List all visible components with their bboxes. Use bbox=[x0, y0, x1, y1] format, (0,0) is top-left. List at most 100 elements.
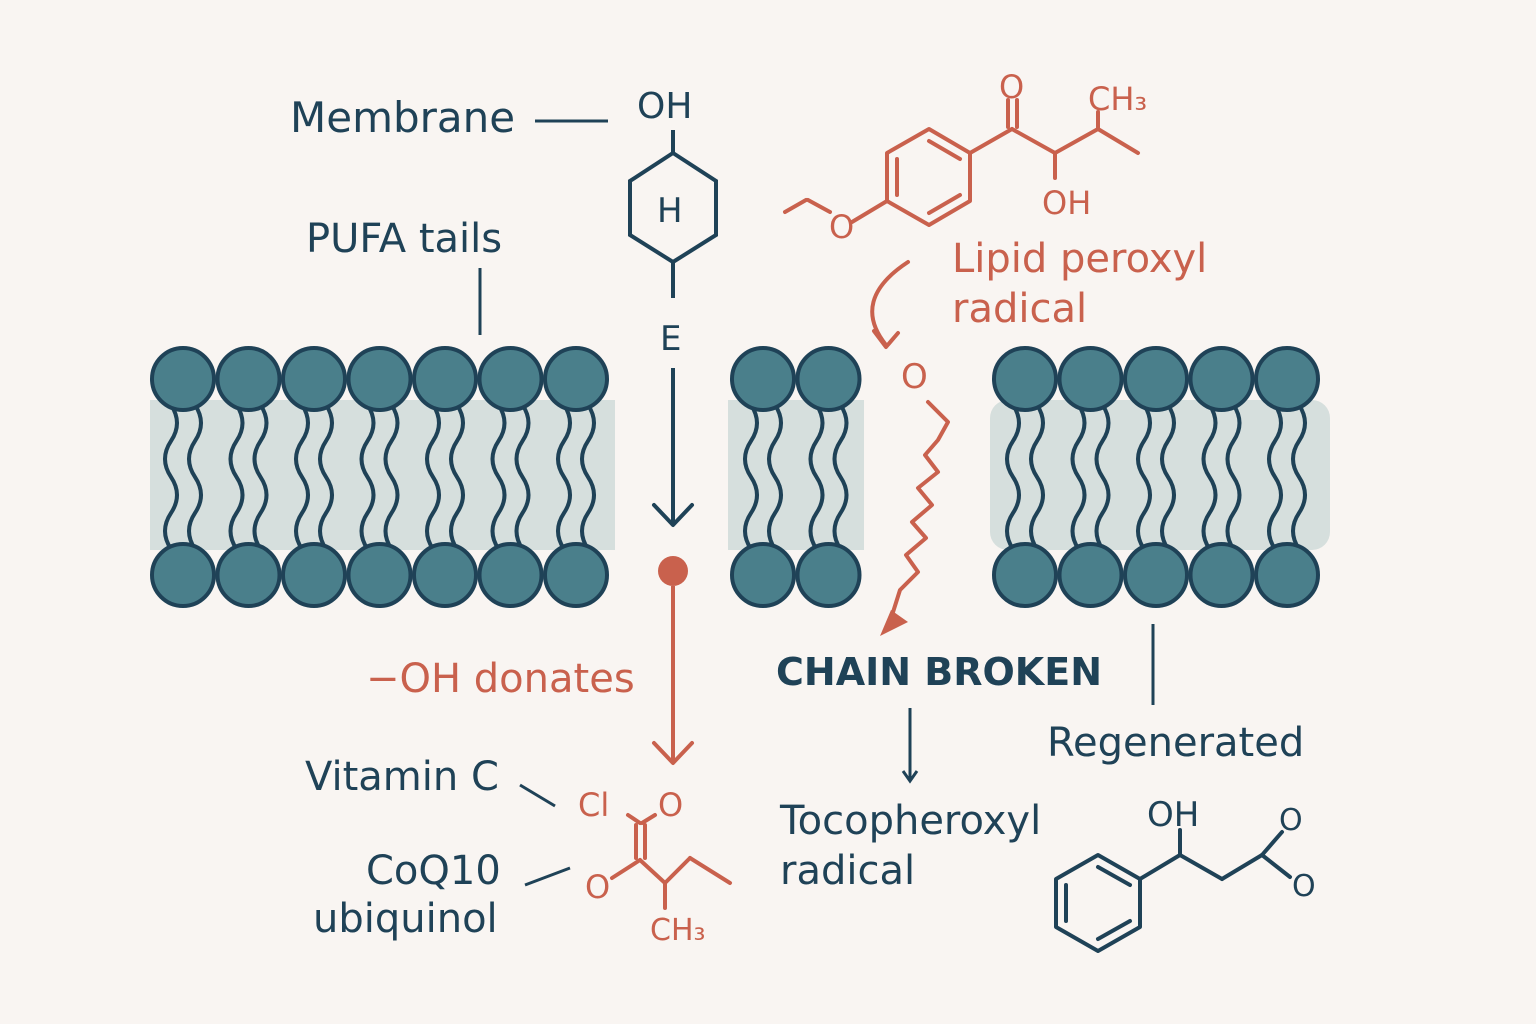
ketone-o: O bbox=[999, 68, 1024, 106]
radical-zigzag-chain bbox=[886, 400, 950, 630]
lipid-tail-left-6-1 bbox=[580, 403, 596, 551]
lipid-tail-middle-0-1 bbox=[767, 403, 783, 551]
ubiquinol-label: ubiquinol bbox=[313, 896, 498, 942]
phospholipid-head-left-top-4 bbox=[412, 346, 478, 412]
lipid-tail-left-2-1 bbox=[318, 403, 334, 551]
phospholipid-head-left-top-0 bbox=[150, 346, 216, 412]
chain-bond-b bbox=[663, 856, 692, 885]
phospholipid-head-left-top-2 bbox=[281, 346, 347, 412]
phospholipid-head-left-top-3 bbox=[346, 346, 413, 412]
pufa-tails-group bbox=[163, 403, 1307, 551]
cl-label: Cl bbox=[578, 786, 609, 824]
chain-broken-label: CHAIN BROKEN bbox=[776, 650, 1102, 694]
phospholipid-head-left-bottom-4 bbox=[412, 542, 478, 608]
ch3-bottom-label: CH₃ bbox=[650, 913, 706, 948]
lipid-tail-middle-0-0 bbox=[743, 403, 759, 551]
phenyl-chain-1 bbox=[1138, 853, 1182, 881]
benzene-ring-icon bbox=[885, 127, 972, 227]
phospholipid-head-right-top-3 bbox=[1188, 346, 1255, 412]
o-left-label: O bbox=[585, 868, 610, 906]
chain-broken-arrow-head-icon bbox=[901, 770, 919, 784]
lipid-tail-left-2-0 bbox=[294, 403, 310, 551]
tocopherol-e-label: E bbox=[660, 319, 681, 359]
benzene-inner-2 bbox=[927, 193, 962, 215]
lipid-tail-left-4-1 bbox=[449, 403, 465, 551]
reduced-molecule bbox=[610, 813, 732, 910]
phenyl-inner-2 bbox=[1096, 919, 1132, 941]
phospholipid-head-right-top-0 bbox=[992, 346, 1058, 412]
vitamin-c-label: Vitamin C bbox=[305, 754, 499, 800]
lipid-tail-left-5-0 bbox=[490, 403, 507, 551]
phospholipid-head-right-bottom-3 bbox=[1188, 542, 1255, 608]
coq10-label: CoQ10 bbox=[366, 848, 501, 894]
phospholipid-head-middle-top-0 bbox=[730, 346, 796, 412]
lipid-tail-left-0-1 bbox=[187, 403, 203, 551]
cl-bond bbox=[626, 813, 642, 825]
radical-dot bbox=[658, 556, 688, 586]
lipid-tail-right-3-1 bbox=[1225, 403, 1242, 551]
tocopherol-down-arrow-head-icon bbox=[652, 503, 694, 527]
lipid-tail-right-2-1 bbox=[1160, 403, 1176, 551]
phospholipid-head-left-bottom-3 bbox=[346, 542, 413, 608]
lipid-peroxyl-label-line2: radical bbox=[952, 286, 1087, 332]
membrane-label: Membrane bbox=[290, 93, 515, 142]
phospholipid-head-left-bottom-5 bbox=[477, 542, 544, 608]
membrane-band-left bbox=[150, 400, 615, 550]
phospholipid-head-left-bottom-0 bbox=[150, 542, 216, 608]
phenyl-chain-3 bbox=[1220, 853, 1264, 881]
phenyl-inner-1 bbox=[1096, 865, 1132, 887]
ether-bond-2 bbox=[806, 198, 832, 214]
ether-o: O bbox=[829, 208, 854, 246]
phospholipid-heads-group bbox=[150, 346, 1320, 608]
phospholipid-head-right-bottom-4 bbox=[1254, 542, 1320, 608]
peroxyl-molecule bbox=[783, 98, 1140, 227]
phospholipid-head-right-top-4 bbox=[1254, 346, 1320, 412]
oh-right: OH bbox=[1042, 184, 1091, 222]
lipid-tail-right-4-0 bbox=[1267, 403, 1283, 551]
o-upper-label: O bbox=[658, 786, 683, 824]
lipid-tail-middle-1-0 bbox=[808, 403, 825, 551]
lipid-tail-right-0-0 bbox=[1005, 403, 1021, 551]
phospholipid-head-right-bottom-0 bbox=[992, 542, 1058, 608]
lipid-tail-left-0-0 bbox=[163, 403, 179, 551]
phospholipid-head-left-top-1 bbox=[215, 346, 282, 412]
phospholipid-head-right-bottom-1 bbox=[1057, 542, 1124, 608]
lipid-tail-left-3-1 bbox=[383, 403, 400, 551]
tocopherol-oh-label: OH bbox=[637, 86, 692, 127]
phenyl-chain-2 bbox=[1178, 853, 1224, 881]
acid-o2-label: O bbox=[1292, 869, 1316, 904]
lipid-tail-right-1-0 bbox=[1070, 403, 1087, 551]
lipid-tail-left-1-1 bbox=[252, 403, 269, 551]
radical-o: O bbox=[901, 357, 928, 397]
tocopheroxyl-label-line2: radical bbox=[780, 848, 915, 894]
lipid-tail-right-1-1 bbox=[1094, 403, 1111, 551]
phospholipid-head-left-top-6 bbox=[543, 346, 609, 412]
o-left-bond bbox=[610, 858, 642, 880]
ether-bond-3 bbox=[850, 199, 889, 224]
peroxyl-curved-arrow-head-icon bbox=[872, 329, 900, 349]
phospholipid-head-left-bottom-1 bbox=[215, 542, 282, 608]
vitamin-c-connector bbox=[519, 783, 556, 808]
phenyl-molecule bbox=[1054, 828, 1292, 953]
lipid-tail-left-5-1 bbox=[514, 403, 531, 551]
phospholipid-head-left-top-5 bbox=[477, 346, 544, 412]
regenerated-label: Regenerated bbox=[1047, 720, 1304, 766]
chain-bond-c bbox=[688, 856, 732, 885]
phospholipid-head-left-bottom-2 bbox=[281, 542, 347, 608]
chain-bond-2 bbox=[1053, 127, 1100, 155]
lipid-tail-right-4-1 bbox=[1291, 403, 1307, 551]
acid-o1-label: O bbox=[1279, 803, 1303, 838]
lipid-tail-middle-1-1 bbox=[832, 403, 849, 551]
tocopheroxyl-label-line1: Tocopheroxyl bbox=[779, 798, 1041, 844]
phospholipid-head-middle-top-1 bbox=[795, 346, 862, 412]
coq10-connector bbox=[524, 866, 571, 887]
ether-bond-1 bbox=[783, 198, 808, 214]
phospholipid-head-right-bottom-2 bbox=[1123, 542, 1189, 608]
lipid-tail-right-2-0 bbox=[1136, 403, 1152, 551]
phospholipid-head-left-bottom-6 bbox=[543, 542, 609, 608]
benzene-inner-1 bbox=[927, 139, 962, 161]
ketone-bond bbox=[968, 127, 1014, 155]
lipid-tail-right-0-1 bbox=[1029, 403, 1045, 551]
oh-donates-label: −OH donates bbox=[366, 656, 635, 702]
